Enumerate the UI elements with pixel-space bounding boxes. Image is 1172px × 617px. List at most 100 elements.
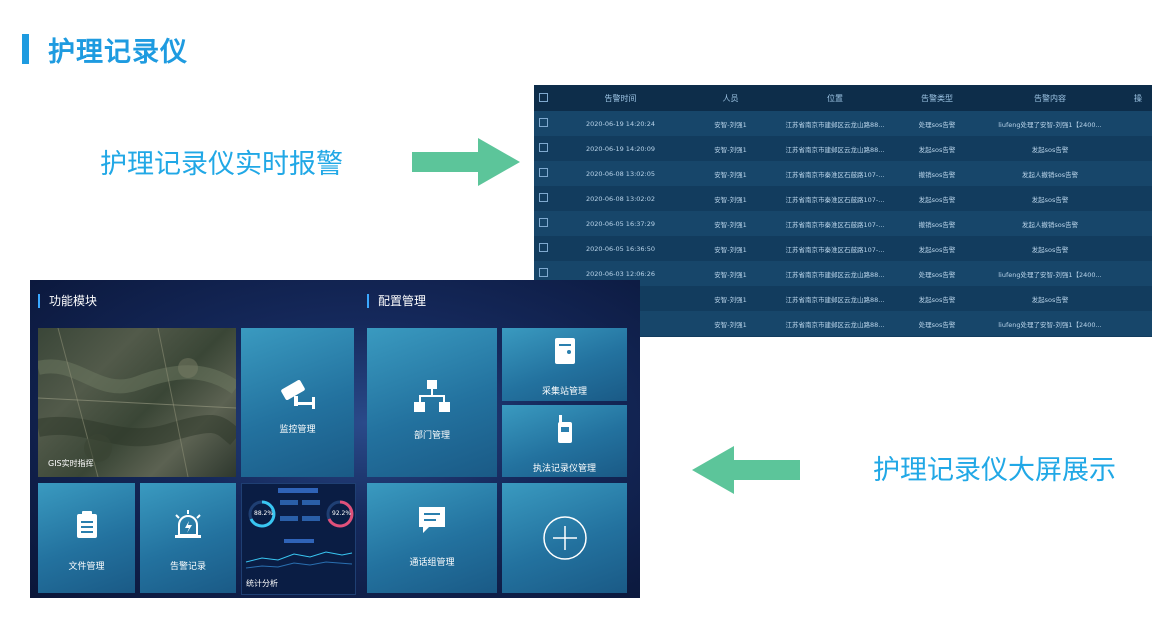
- tile-gis[interactable]: GIS实时指挥: [38, 328, 236, 477]
- table-cell-person: 安智-刘强1: [689, 336, 772, 337]
- table-cell-action: [1124, 111, 1152, 136]
- tile-label: 文件管理: [68, 562, 105, 572]
- table-cell-content: 发起人撤销sos告警: [976, 161, 1124, 186]
- table-cell-action: [1124, 236, 1152, 261]
- dashboard-panel: 功能模块 配置管理 GIS实时指挥 监控管理 文: [30, 280, 640, 598]
- tile-station[interactable]: 采集站管理: [502, 328, 627, 401]
- tile-monitor[interactable]: 监控管理: [241, 328, 354, 477]
- row-checkbox[interactable]: [534, 186, 552, 211]
- table-cell-type: 发起sos告警: [898, 136, 976, 161]
- table-cell-person: 安智-刘强1: [689, 236, 772, 261]
- column-header[interactable]: 人员: [689, 85, 772, 111]
- table-cell-action: [1124, 311, 1152, 336]
- plus-circle-icon: [542, 516, 587, 560]
- table-cell-content: 发起sos告警: [976, 136, 1124, 161]
- table-cell-content: 发起人撤销sos告警: [976, 211, 1124, 236]
- table-cell-type: 处理sos告警: [898, 311, 976, 336]
- table-cell-action: [1124, 136, 1152, 161]
- section-title-function: 功能模块: [38, 294, 97, 308]
- gauge-value: 92.2%: [332, 510, 352, 517]
- select-all-checkbox[interactable]: [534, 85, 552, 111]
- table-cell-action: [1124, 286, 1152, 311]
- column-header[interactable]: 告警类型: [898, 85, 976, 111]
- table-cell-content: 发起sos告警: [976, 236, 1124, 261]
- org-chart-icon: [414, 380, 450, 412]
- table-cell-action: [1124, 186, 1152, 211]
- walkie-talkie-icon: [557, 415, 572, 443]
- table-cell-location: 江苏省南京市秦淮区石鼓路107-...: [772, 211, 898, 236]
- table-cell-location: 江苏省南京市建邺区云龙山路88...: [772, 136, 898, 161]
- camera-icon: [280, 380, 315, 409]
- table-header-row: 告警时间 人员 位置 告警类型 告警内容 操: [534, 85, 1152, 111]
- arrow-left-icon: [692, 446, 800, 494]
- table-cell-content: 发起sos告警: [976, 286, 1124, 311]
- table-cell-location: 江苏省南京市建邺区云龙山路88...: [772, 286, 898, 311]
- table-cell-action: [1124, 261, 1152, 286]
- table-cell-type: 发起sos告警: [898, 236, 976, 261]
- table-cell-location: 江苏省南京市建邺区云龙山路88...: [772, 311, 898, 336]
- table-cell-location: 江苏省南京市秦淮区石鼓路107-...: [772, 236, 898, 261]
- table-cell-type: 发起sos告警: [898, 186, 976, 211]
- table-cell-person: 安智-刘强1: [689, 286, 772, 311]
- column-header[interactable]: 告警时间: [552, 85, 689, 111]
- table-cell-time: 2020-06-08 13:02:02: [552, 186, 689, 211]
- table-cell-content: 发起sos告警: [976, 186, 1124, 211]
- table-cell-type: 撤销sos告警: [898, 161, 976, 186]
- alarm-table: 告警时间 人员 位置 告警类型 告警内容 操 2020-06-19 14:20:…: [534, 85, 1152, 337]
- column-header[interactable]: 告警内容: [976, 85, 1124, 111]
- table-cell-time: 2020-06-05 16:36:50: [552, 236, 689, 261]
- table-cell-location: 江苏省南京市建邺区云龙山路88...: [772, 261, 898, 286]
- tile-label: 统计分析: [246, 579, 278, 588]
- table-cell-content: 发起人撤销sos告警: [976, 336, 1124, 337]
- title-accent-bar: [22, 34, 29, 64]
- row-checkbox[interactable]: [534, 211, 552, 236]
- table-cell-location: 江苏省南京市秦淮区石鼓路107-...: [772, 161, 898, 186]
- row-checkbox[interactable]: [534, 111, 552, 136]
- table-cell-type: 处理sos告警: [898, 111, 976, 136]
- tile-talkgroup[interactable]: 通话组管理: [367, 483, 497, 593]
- table-cell-type: 撤销sos告警: [898, 211, 976, 236]
- tile-department[interactable]: 部门管理: [367, 328, 497, 477]
- tile-recorder[interactable]: 执法记录仪管理: [502, 405, 627, 477]
- caption-realtime-alarm: 护理记录仪实时报警: [100, 149, 343, 180]
- alarm-light-icon: [175, 510, 201, 538]
- table-cell-location: 江苏省南京市建邺区云龙山路88...: [772, 111, 898, 136]
- table-cell-person: 安智-刘强1: [689, 211, 772, 236]
- table-cell-type: 发起sos告警: [898, 286, 976, 311]
- table-cell-content: liufeng处理了安智-刘强1【2400...: [976, 111, 1124, 136]
- satellite-map-image: [38, 328, 236, 477]
- table-cell-person: 安智-刘强1: [689, 261, 772, 286]
- alarm-table-panel: 告警时间 人员 位置 告警类型 告警内容 操 2020-06-19 14:20:…: [534, 85, 1152, 337]
- table-cell-person: 安智-刘强1: [689, 136, 772, 161]
- add-module-button[interactable]: [502, 483, 627, 593]
- column-header[interactable]: 操: [1124, 85, 1152, 111]
- tile-label: 监控管理: [279, 425, 316, 435]
- server-icon: [554, 338, 575, 364]
- tile-label: 部门管理: [413, 431, 450, 441]
- column-header[interactable]: 位置: [772, 85, 898, 111]
- tile-stats[interactable]: 88.2% 92.2% 统计分析: [241, 483, 356, 595]
- tile-files[interactable]: 文件管理: [38, 483, 135, 593]
- table-cell-time: 2020-06-19 14:20:09: [552, 136, 689, 161]
- row-checkbox[interactable]: [534, 161, 552, 186]
- document-icon: [76, 511, 97, 538]
- tile-alarm-log[interactable]: 告警记录: [140, 483, 236, 593]
- row-checkbox[interactable]: [534, 136, 552, 161]
- chat-bubble-icon: [419, 507, 445, 533]
- table-cell-action: [1124, 211, 1152, 236]
- row-checkbox[interactable]: [534, 236, 552, 261]
- row-checkbox[interactable]: [534, 261, 552, 286]
- table-cell-person: 安智-刘强1: [689, 161, 772, 186]
- table-cell-location: 江苏省南京市秦淮区石鼓路107-...: [772, 186, 898, 211]
- tile-label: 采集站管理: [541, 387, 587, 397]
- table-cell-person: 安智-刘强1: [689, 111, 772, 136]
